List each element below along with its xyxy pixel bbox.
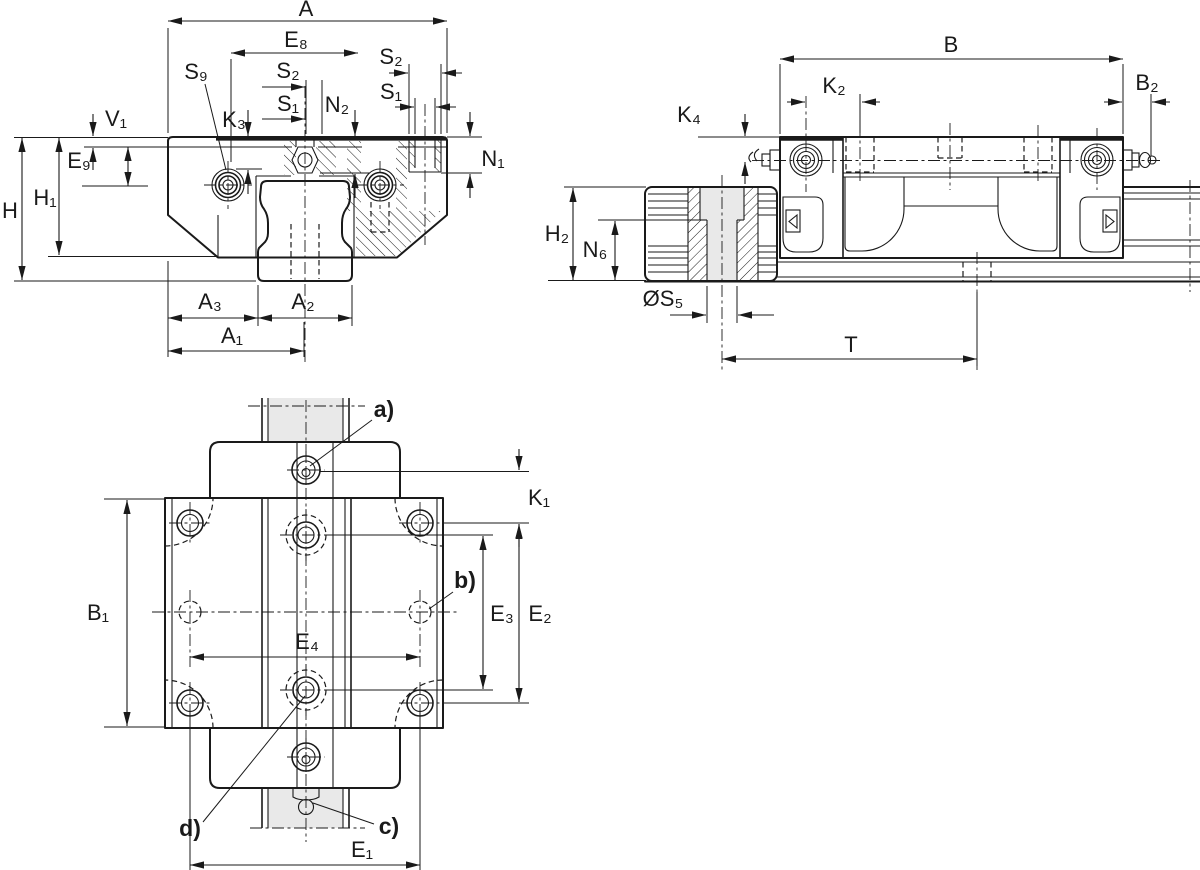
dim-label-H1: H₁ [33, 185, 56, 210]
dim-label-B2: B₂ [1135, 70, 1158, 95]
dim-label-E9: E₉ [67, 148, 90, 173]
dim-label-K2: K₂ [822, 73, 845, 98]
dim-label-E3: E₃ [490, 601, 514, 626]
dim-label-S1-mid: S₁ [277, 91, 299, 116]
dim-label-A: A [299, 0, 314, 21]
dim-label-K1: K₁ [528, 485, 550, 510]
dim-label-B: B [944, 32, 959, 57]
dim-label-N1: N₁ [481, 146, 504, 171]
callout-b: b) [454, 567, 476, 593]
dim-label-K3: K₃ [222, 107, 246, 132]
top-view: a) b) c) d) K₁ E₂ E₃ B₁ E₄ E₁ [87, 396, 552, 870]
dim-label-S1-right: S₁ [380, 79, 402, 104]
dim-label-S5: ØS₅ [643, 286, 684, 311]
side-view: B K₂ B₂ K₄ H₂ N₆ ØS₅ T [545, 32, 1200, 370]
dim-label-E4: E₄ [295, 629, 319, 654]
dim-label-E2: E₂ [528, 601, 551, 626]
dim-label-H2: H₂ [545, 221, 569, 246]
dim-label-N6: N₆ [583, 237, 608, 262]
dim-label-E1: E₁ [351, 837, 373, 862]
dim-label-A2: A₂ [291, 289, 314, 314]
front-view: A E₈ S₉ K₃ S₂ S₁ N₂ S₂ S₁ N₁ [2, 0, 505, 362]
dim-label-S2-right: S₂ [379, 44, 402, 69]
dim-label-A3: A₃ [198, 289, 222, 314]
dim-label-T: T [844, 332, 857, 357]
dim-label-S9: S₉ [184, 59, 207, 84]
callout-c: c) [379, 813, 399, 839]
dim-label-V1: V₁ [105, 106, 127, 131]
dim-label-B1: B₁ [87, 600, 109, 625]
dim-label-N2: N₂ [325, 92, 349, 117]
dim-label-H: H [2, 198, 18, 223]
dim-label-K4: K₄ [677, 102, 701, 127]
dim-label-S2-mid: S₂ [276, 58, 299, 83]
callout-a: a) [374, 396, 394, 422]
dim-label-E8: E₈ [284, 27, 308, 52]
dim-label-A1: A₁ [221, 323, 243, 348]
